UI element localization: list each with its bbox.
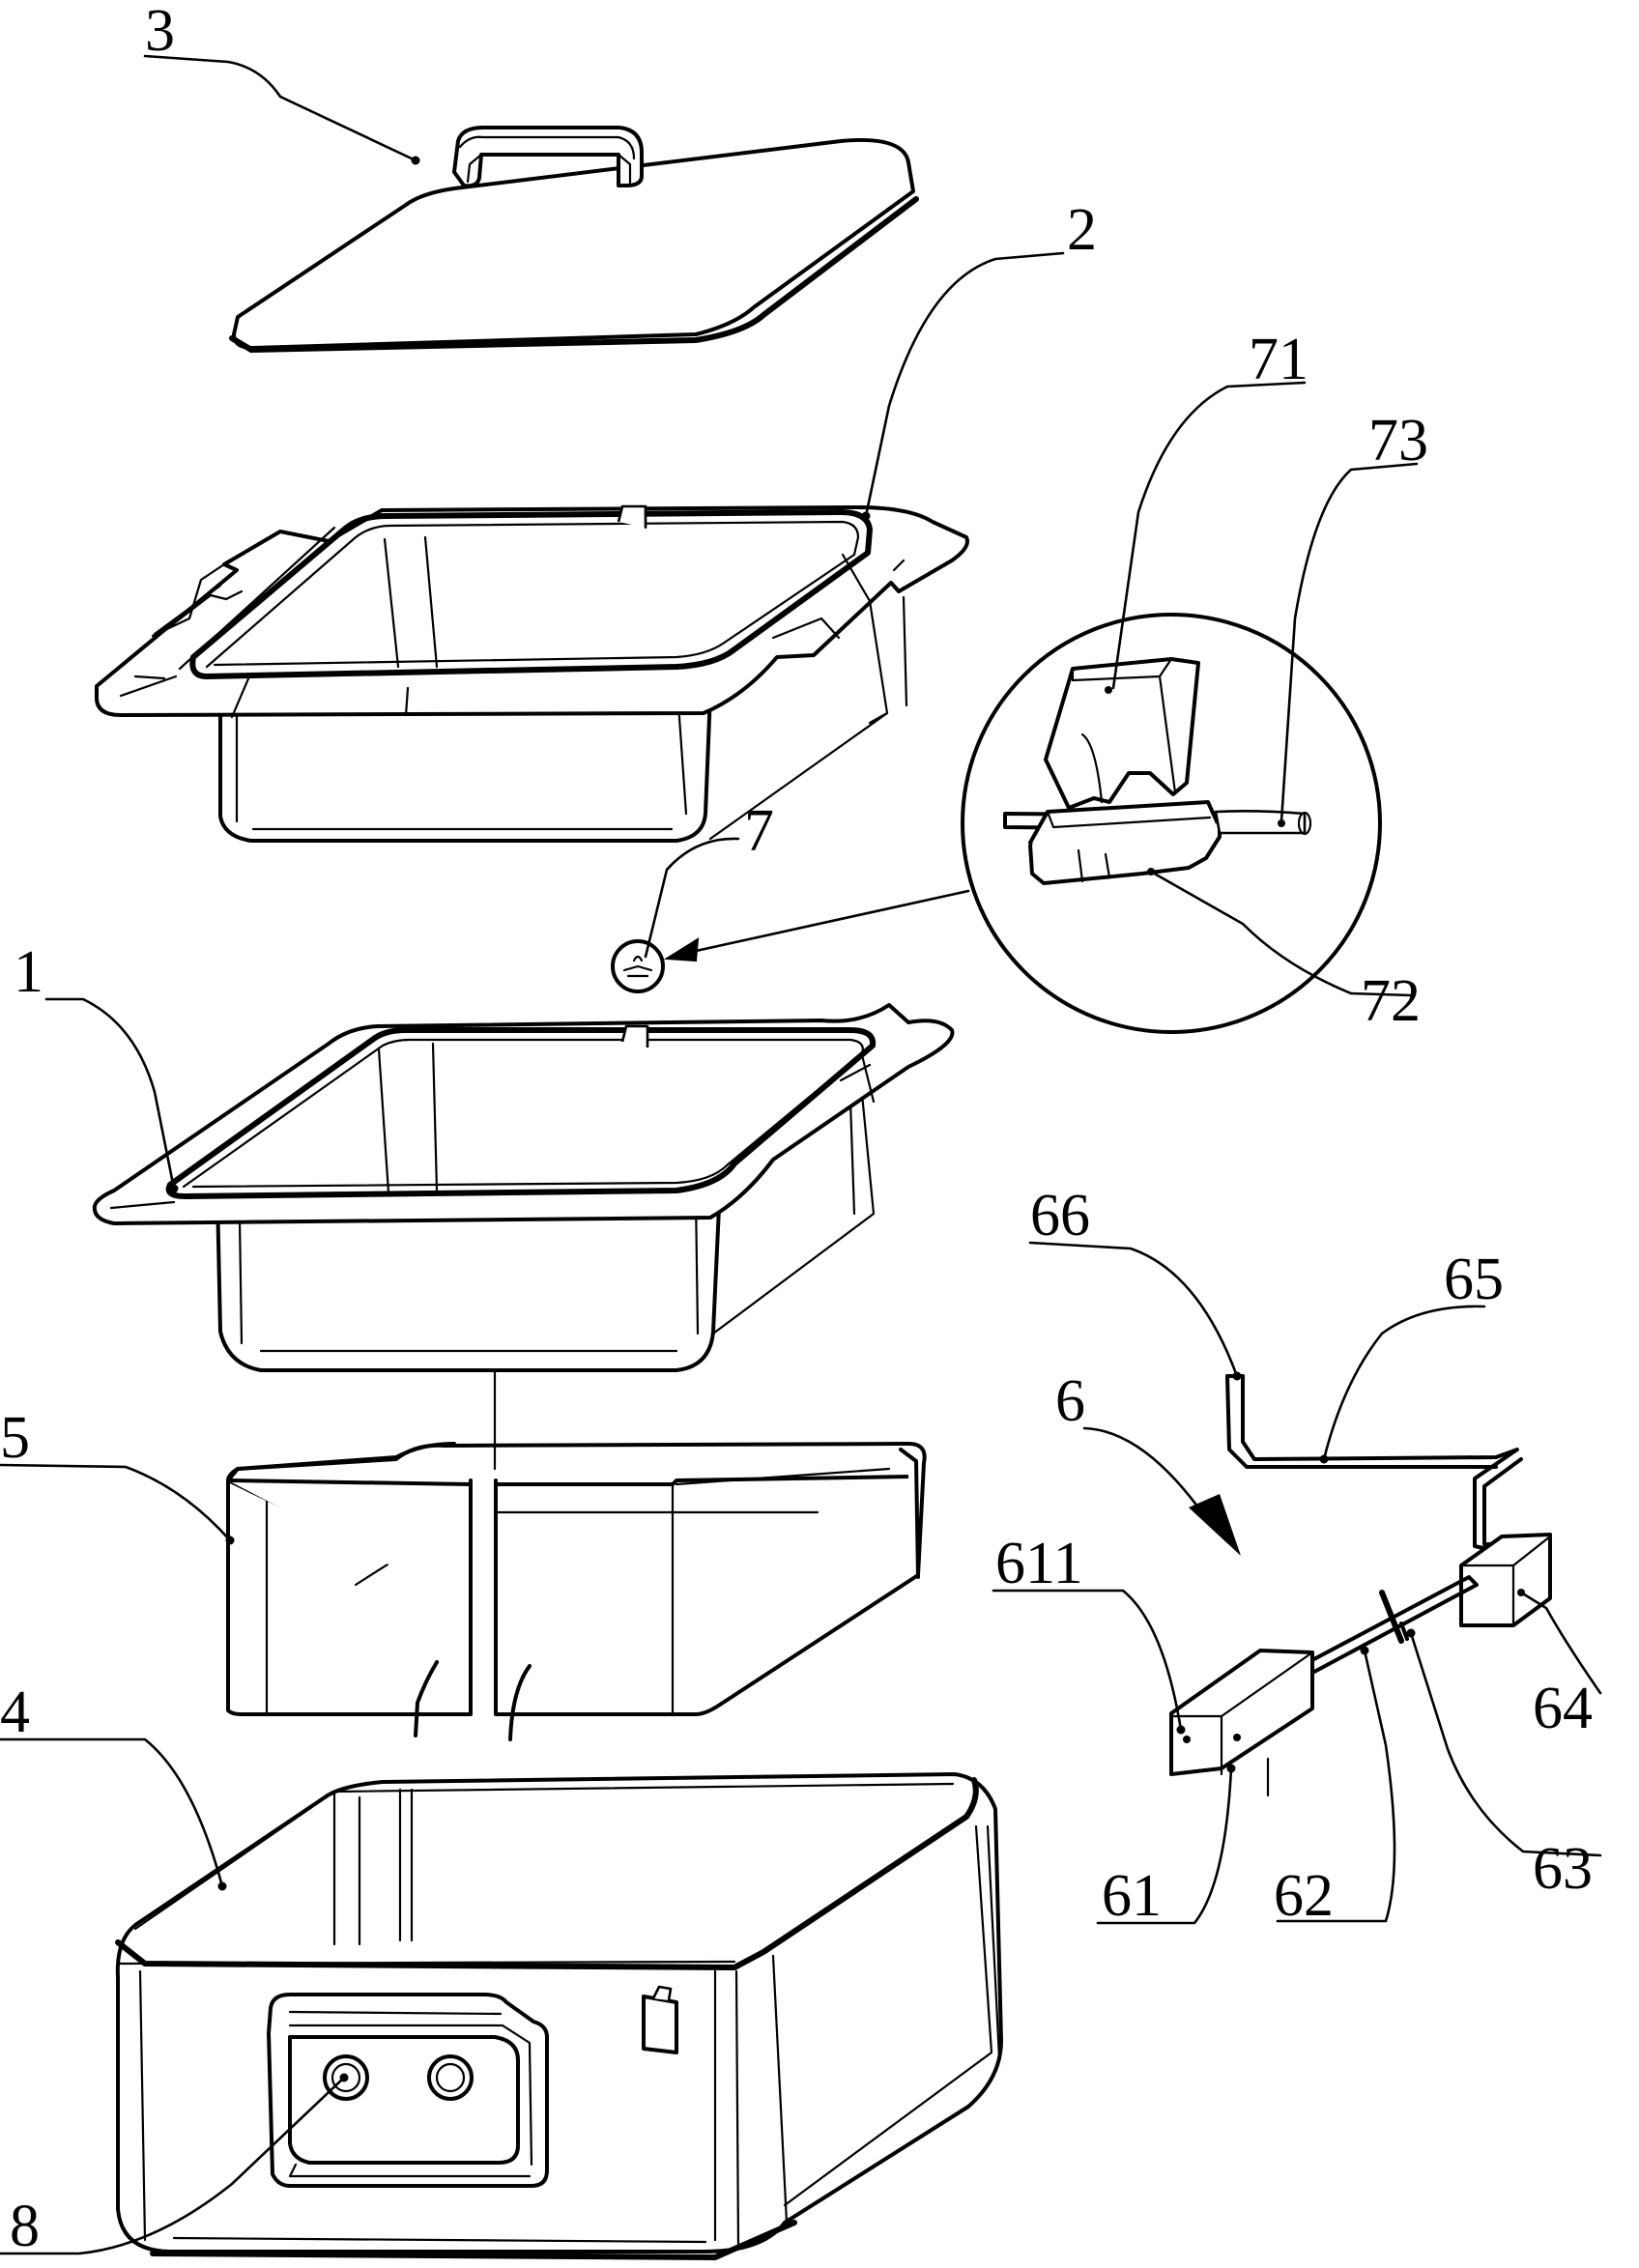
label-611: 611 xyxy=(995,1531,1083,1596)
label-73: 73 xyxy=(1368,408,1428,474)
label-71: 71 xyxy=(1249,327,1308,392)
label-62: 62 xyxy=(1274,1863,1334,1929)
label-63: 63 xyxy=(1533,1836,1593,1902)
control-panel xyxy=(269,1995,547,2186)
inner-pot xyxy=(97,506,967,841)
base-housing xyxy=(118,1774,1001,2257)
label-2: 2 xyxy=(1067,197,1097,263)
label-6: 6 xyxy=(1055,1368,1085,1434)
linkage-assembly xyxy=(1171,1376,1550,1795)
heater-ring xyxy=(228,1372,925,1739)
label-3: 3 xyxy=(145,0,175,64)
label-5: 5 xyxy=(0,1405,30,1471)
outer-pot xyxy=(95,1005,953,1370)
detail-view xyxy=(963,615,1380,1032)
label-64: 64 xyxy=(1533,1676,1593,1741)
lid xyxy=(232,128,916,350)
label-72: 72 xyxy=(1361,968,1421,1034)
label-65: 65 xyxy=(1444,1247,1504,1312)
label-7: 7 xyxy=(744,798,774,864)
small-detail-marker xyxy=(613,891,968,991)
label-1: 1 xyxy=(14,939,43,1005)
detail-hinge xyxy=(1005,659,1310,883)
label-66: 66 xyxy=(1030,1183,1090,1249)
label-61: 61 xyxy=(1102,1863,1162,1929)
label-4: 4 xyxy=(0,1679,30,1745)
label-8: 8 xyxy=(10,2194,40,2259)
